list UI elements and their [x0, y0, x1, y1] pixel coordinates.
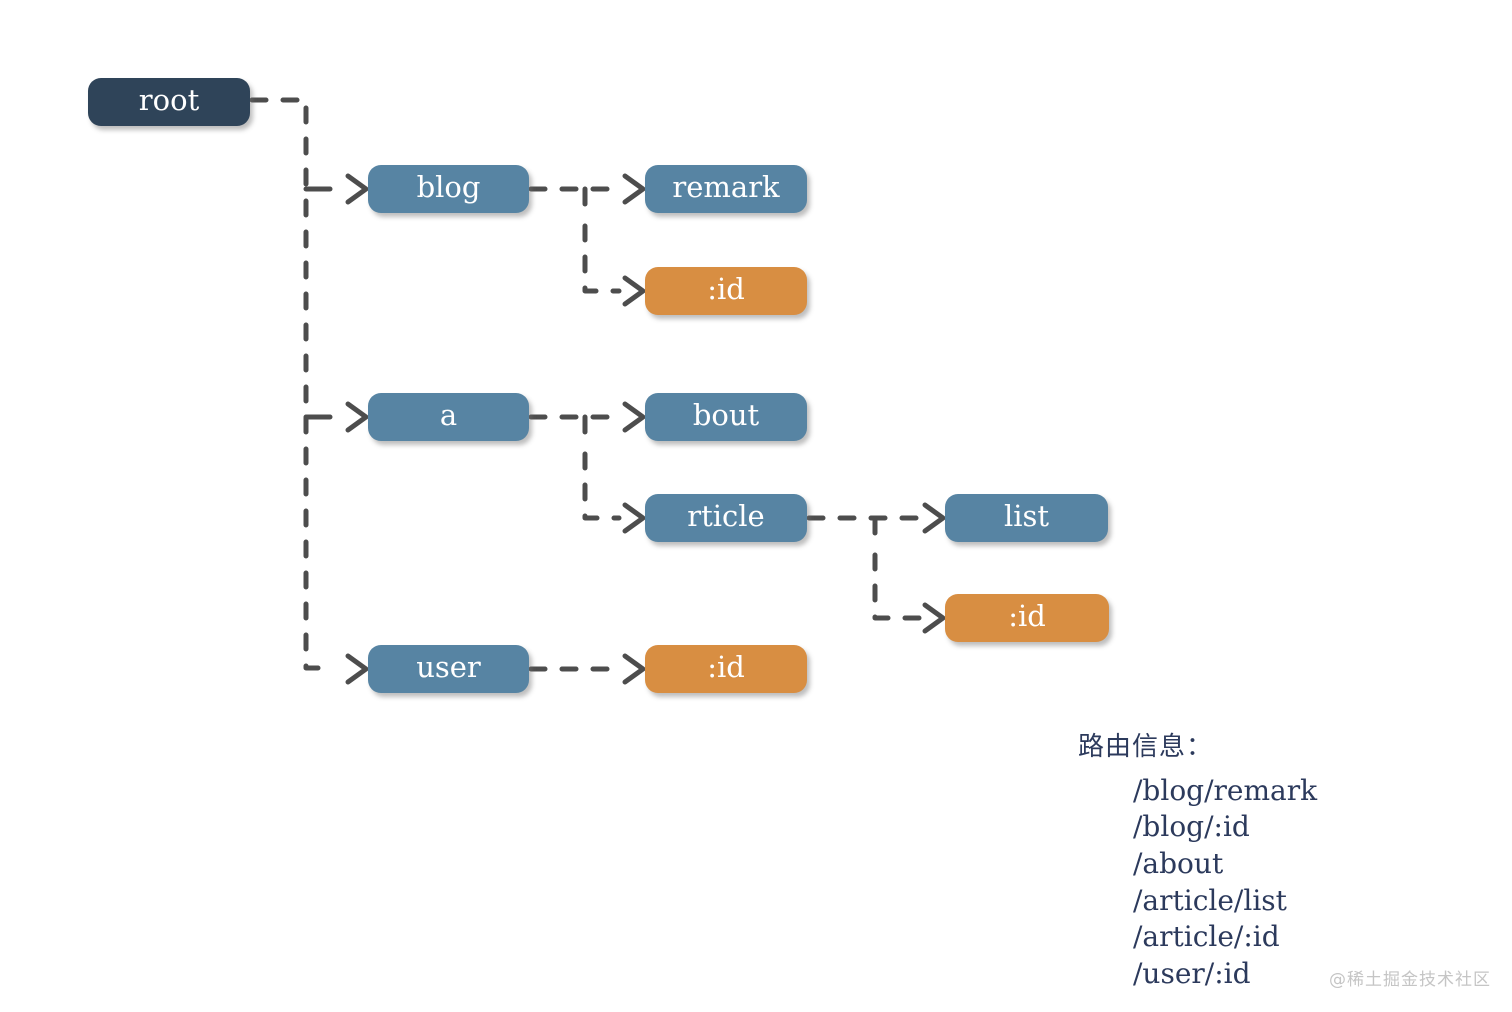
connector-root-trunk	[249, 97, 334, 671]
connector-blog-id	[582, 223, 622, 294]
node-bout: bout	[645, 393, 807, 441]
arrow-article-id-icon	[922, 602, 946, 634]
node-rticle: rticle	[645, 494, 807, 542]
node-root: root	[88, 78, 250, 126]
arrow-rticle-icon	[622, 502, 646, 534]
node-list: list	[945, 494, 1108, 542]
watermark: @稀土掘金技术社区	[1329, 970, 1491, 990]
arrow-user-icon	[345, 653, 369, 685]
node-a: a	[368, 393, 529, 441]
connector-a-rticle	[582, 451, 622, 521]
routes-list: /blog/remark /blog/:id /about /article/l…	[1133, 772, 1317, 992]
node-user-id: :id	[645, 645, 807, 693]
arrow-a-icon	[345, 401, 369, 433]
routes-panel-title: 路由信息：	[1078, 732, 1214, 762]
arrow-bout-icon	[622, 401, 646, 433]
arrow-list-icon	[922, 502, 946, 534]
arrow-blog-id-icon	[622, 275, 646, 307]
arrow-blog-icon	[345, 173, 369, 205]
node-user: user	[368, 645, 529, 693]
route-item-blog-id: /blog/:id	[1133, 810, 1250, 844]
route-item-blog-remark: /blog/remark	[1133, 773, 1318, 807]
node-blog: blog	[368, 165, 529, 213]
node-article-id: :id	[945, 594, 1109, 642]
route-item-about: /about	[1133, 846, 1224, 880]
node-remark: remark	[645, 165, 807, 213]
routes-panel: 路由信息： /blog/remark /blog/:id /about /art…	[1078, 726, 1317, 992]
route-item-user-id: /user/:id	[1133, 956, 1251, 990]
connector-rticle-id	[872, 552, 922, 621]
node-blog-id: :id	[645, 267, 807, 315]
route-item-article-id: /article/:id	[1133, 920, 1280, 954]
arrow-user-id-icon	[622, 653, 646, 685]
route-item-article-list: /article/list	[1133, 883, 1287, 917]
arrow-remark-icon	[622, 173, 646, 205]
